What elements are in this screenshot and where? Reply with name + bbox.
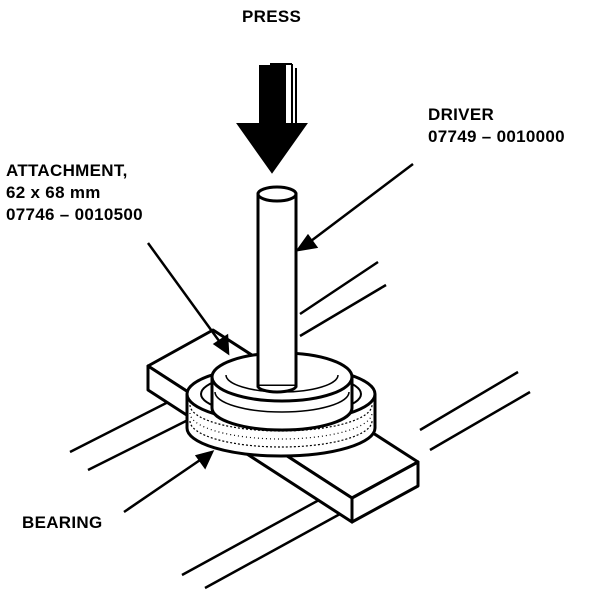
bearing-label: BEARING <box>22 512 103 534</box>
attachment-leader-arrowhead <box>212 333 230 356</box>
driver-label-title: DRIVER <box>428 105 495 124</box>
leader-lines <box>123 163 414 514</box>
press-label: PRESS <box>242 6 301 28</box>
press-arrow <box>236 63 308 174</box>
support-rails <box>69 260 531 590</box>
attachment-label-title: ATTACHMENT, <box>6 161 128 180</box>
attachment-label-size: 62 x 68 mm <box>6 183 101 202</box>
press-label-text: PRESS <box>242 7 302 26</box>
driver-leader-arrowhead <box>295 233 319 252</box>
attachment-label-part: 07746 – 0010500 <box>6 205 143 224</box>
driver-shaft <box>256 185 298 394</box>
driver-label-part: 07749 – 0010000 <box>428 127 565 146</box>
bearing-leader-arrowhead <box>194 450 215 470</box>
bearing-leader-line <box>123 456 204 514</box>
attachment-leader-line <box>146 242 224 346</box>
bearing-label-text: BEARING <box>22 513 103 532</box>
attachment-label: ATTACHMENT, 62 x 68 mm 07746 – 0010500 <box>6 160 143 226</box>
driver-label: DRIVER 07749 – 0010000 <box>428 104 565 148</box>
driver-leader-line <box>306 163 414 245</box>
